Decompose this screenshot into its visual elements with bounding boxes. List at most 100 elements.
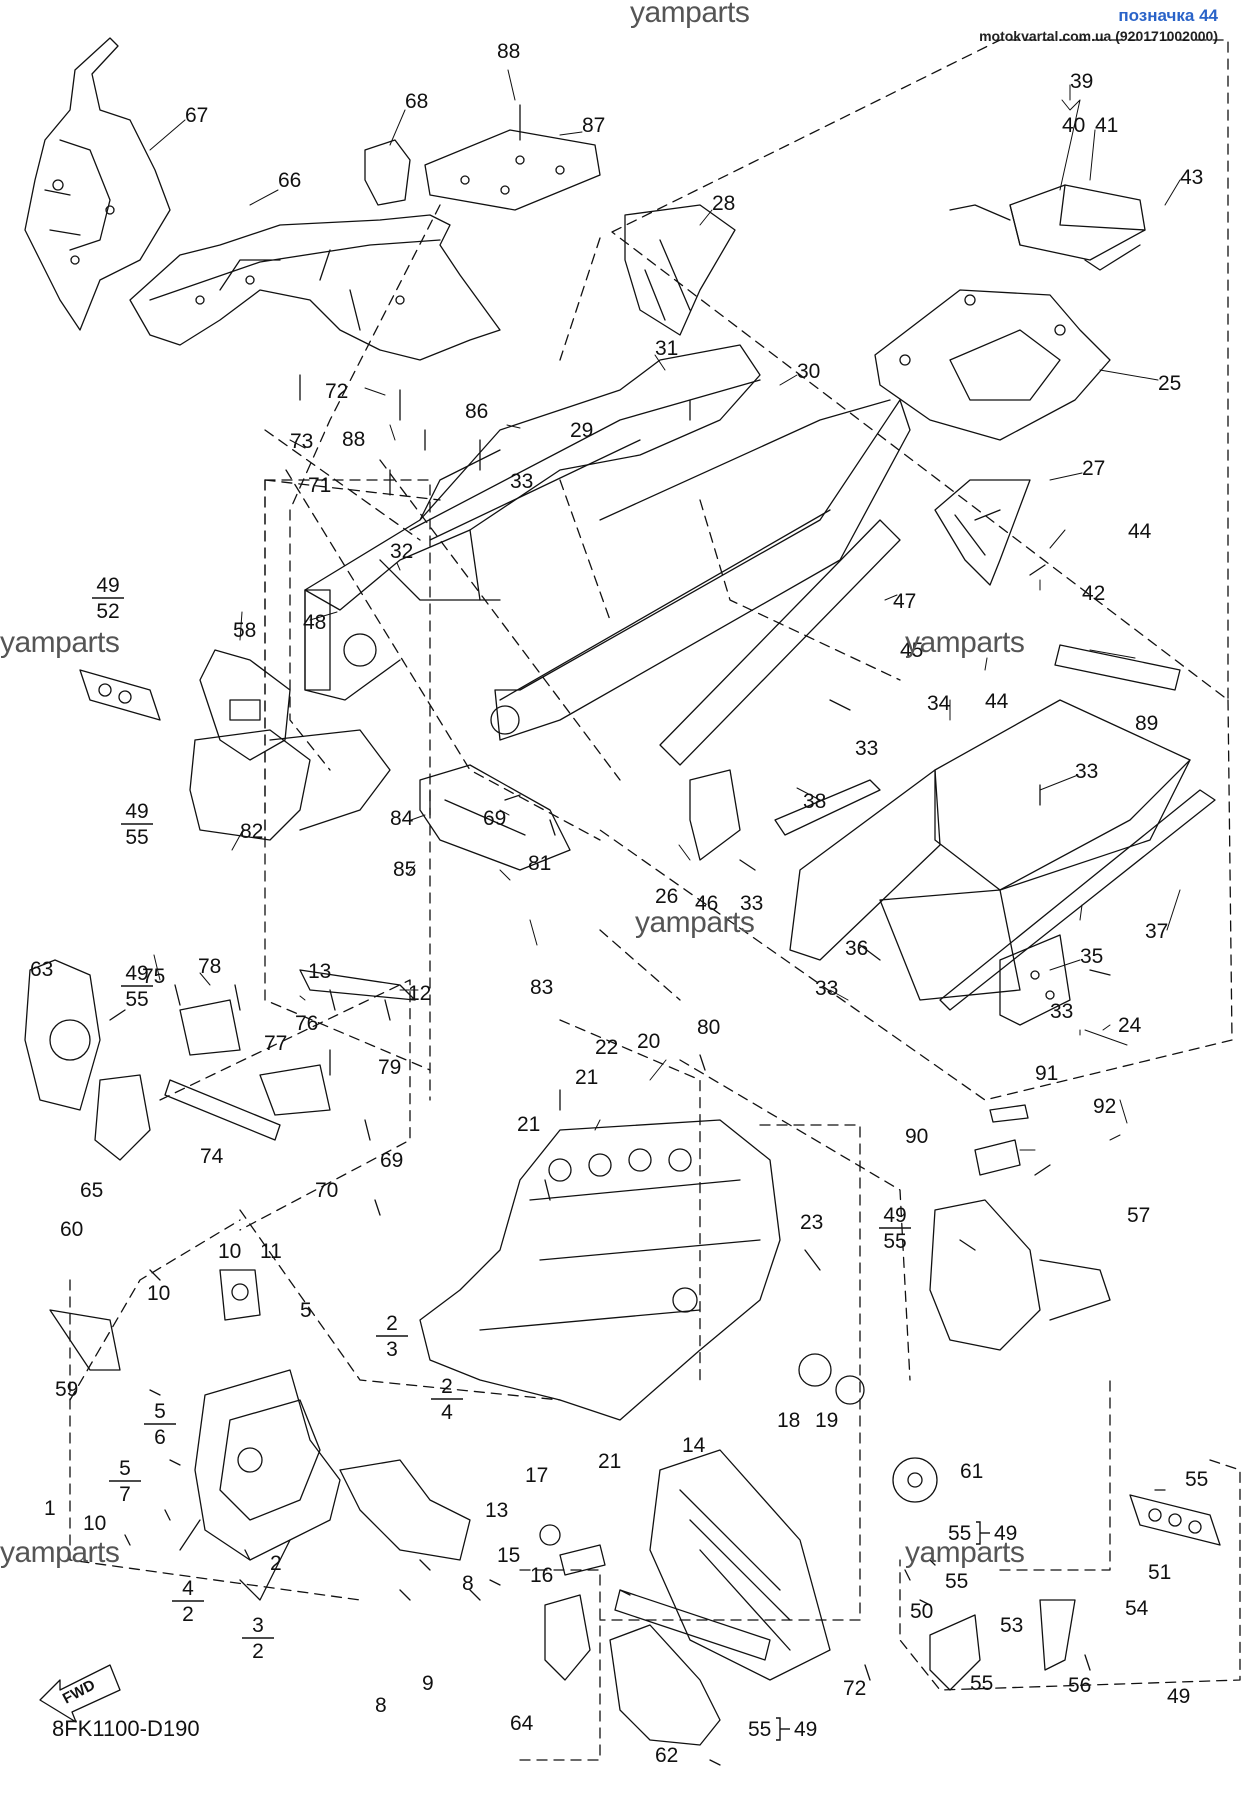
callout-33: 33 (1075, 760, 1098, 783)
callout-8: 8 (375, 1694, 387, 1717)
fraction-bottom: 2 (252, 1640, 264, 1663)
callout-89: 89 (1135, 712, 1158, 735)
callout-10: 10 (147, 1282, 170, 1305)
part-17-grommet (539, 1524, 561, 1546)
part-14-heat-exchanger (649, 1449, 831, 1681)
callout-18: 18 (777, 1409, 800, 1432)
callout-28: 28 (712, 192, 735, 215)
callout-21: 21 (575, 1066, 598, 1089)
callout-55: 55 (1185, 1468, 1208, 1491)
fraction-bottom: 4 (441, 1401, 453, 1424)
part-15-collar (559, 1544, 606, 1576)
part-25-tray (874, 289, 1111, 441)
part-62-duct (609, 1624, 721, 1746)
callout-91: 91 (1035, 1062, 1058, 1085)
part-48-strip (304, 589, 331, 691)
callout-88: 88 (342, 428, 365, 451)
callout-29: 29 (570, 419, 593, 442)
callout-67: 67 (185, 104, 208, 127)
callout-84: 84 (390, 807, 414, 830)
fraction-top: 5 (119, 1457, 131, 1480)
callout-92: 92 (1093, 1095, 1116, 1118)
callout-59: 59 (55, 1378, 78, 1401)
callout-21: 21 (517, 1113, 540, 1136)
part-58-steering-bracket (189, 649, 391, 841)
part-83-tray (419, 764, 571, 871)
callout-17: 17 (525, 1464, 548, 1487)
callout-39: 39 (1070, 70, 1093, 93)
part-65-plate (94, 1074, 151, 1161)
fraction-bottom: 6 (154, 1426, 166, 1449)
callout-30: 30 (797, 360, 820, 383)
callout-31: 31 (655, 337, 678, 360)
callout-79: 79 (378, 1056, 401, 1079)
callout-45: 45 (900, 639, 923, 662)
fraction-bottom: 55 (125, 988, 148, 1011)
part-16-tube (614, 1589, 771, 1661)
part-37-rail (939, 789, 1216, 1011)
callout-55: 55 (970, 1672, 993, 1695)
callout-51: 51 (1148, 1561, 1171, 1584)
callout-19: 19 (815, 1409, 838, 1432)
callout-13: 13 (308, 960, 331, 983)
callout-82: 82 (240, 820, 263, 843)
callout-68: 68 (405, 90, 428, 113)
part-91-pad (989, 1104, 1029, 1123)
callout-69: 69 (380, 1149, 403, 1172)
callout-83: 83 (530, 976, 553, 999)
part-63-guard (24, 959, 101, 1111)
callout-63: 63 (30, 958, 53, 981)
callout-9: 9 (422, 1672, 434, 1695)
callout-80: 80 (697, 1016, 720, 1039)
callout-22: 22 (595, 1036, 618, 1059)
fraction-top: 4 (182, 1577, 194, 1600)
badge-label: позначка 44 (1118, 6, 1218, 25)
callout-75: 75 (142, 965, 165, 988)
callout-8: 8 (462, 1572, 474, 1595)
callout-57: 57 (1127, 1204, 1150, 1227)
part-76-bracket (259, 1064, 331, 1116)
leader-lines (149, 69, 1181, 1151)
part-35-plate (999, 934, 1071, 1026)
diagram-code: 8FK1100-D190 (52, 1716, 200, 1741)
fraction-bottom: 7 (119, 1483, 131, 1506)
callout-47: 47 (893, 590, 916, 613)
fraction-top: 2 (386, 1312, 398, 1335)
callout-86: 86 (465, 400, 488, 423)
pair-right: 49 (994, 1522, 1017, 1545)
part-39-control-unit (949, 184, 1146, 271)
part-90-bracket (974, 1139, 1021, 1176)
part-51-plate (1129, 1494, 1221, 1546)
callout-13: 13 (485, 1499, 508, 1522)
callout-33: 33 (1050, 1000, 1073, 1023)
callout-16: 16 (530, 1564, 553, 1587)
callout-44: 44 (1128, 520, 1152, 543)
callout-55: 55 (945, 1570, 968, 1593)
callout-78: 78 (198, 955, 221, 978)
callout-21: 21 (598, 1450, 621, 1473)
fraction-5-over-6: 56 (144, 1400, 176, 1449)
fraction-3-over-2: 32 (242, 1614, 274, 1663)
callout-50: 50 (910, 1600, 933, 1623)
fraction-bottom: 2 (182, 1603, 194, 1626)
pair-bracket (776, 1717, 781, 1741)
callout-56: 56 (1068, 1674, 1091, 1697)
callout-24: 24 (1118, 1014, 1142, 1037)
callout-42: 42 (1082, 582, 1105, 605)
fraction-4-over-2: 42 (172, 1577, 204, 1626)
callout-35: 35 (1080, 945, 1103, 968)
callout-54: 54 (1125, 1597, 1149, 1620)
callout-64: 64 (510, 1712, 534, 1735)
callout-60: 60 (60, 1218, 83, 1241)
watermark-2: yamparts (905, 626, 1025, 659)
callout-33: 33 (510, 470, 533, 493)
part-74-strip (164, 1079, 281, 1141)
callout-46: 46 (695, 892, 718, 915)
part-27-bracket (934, 479, 1031, 586)
